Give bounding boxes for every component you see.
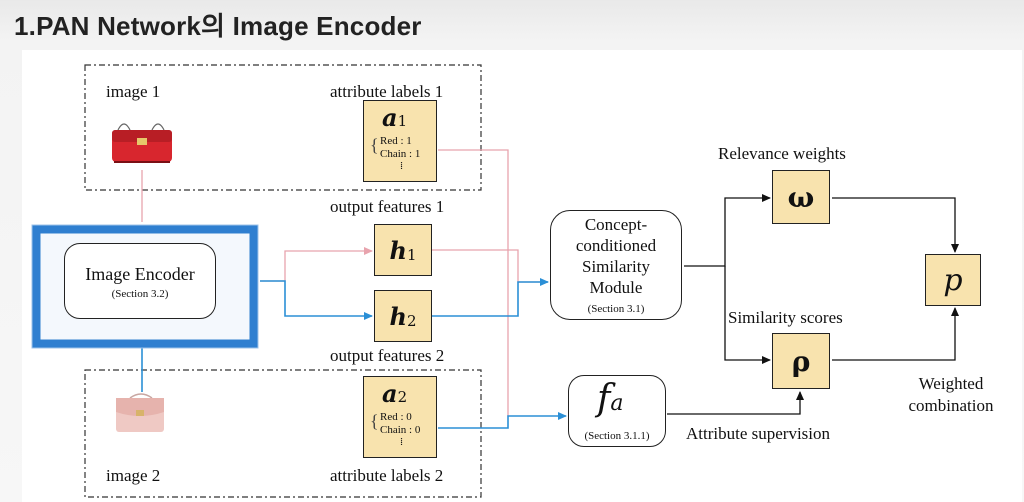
a2-subscript: 2	[397, 388, 408, 406]
similarity-module-section: (Section 3.1)	[587, 303, 645, 315]
h2-subscript: 2	[406, 312, 417, 330]
similarity-module-line-3: Similarity	[582, 257, 650, 276]
image-encoder-title: Image Encoder	[85, 264, 195, 284]
weighted-label: Weighted	[918, 374, 984, 393]
similarity-module-box: Concept- conditioned Similarity Module (…	[550, 210, 682, 320]
a2-to-fa-arrow	[438, 412, 567, 429]
attribute-supervision-label: Attribute supervision	[686, 424, 831, 443]
h2-symbol: h	[389, 301, 407, 331]
image1-label: image 1	[106, 82, 161, 101]
a1-dots: ⁞	[400, 160, 404, 172]
attribute-labels-2-label: attribute labels 2	[330, 466, 444, 485]
attribute-box-a2: a2 { Red : 0 Chain : 0 ⁞	[363, 376, 437, 458]
h1-subscript: 1	[406, 246, 417, 264]
p-symbol: p	[943, 262, 963, 298]
omega-box: ω	[772, 170, 830, 224]
attribute-labels-1-label: attribute labels 1	[330, 82, 444, 101]
rho-symbol: ρ	[791, 344, 811, 378]
attribute-box-a1: a1 { Red : 1 Chain : 1 ⁞	[363, 100, 437, 182]
similarity-scores-label: Similarity scores	[728, 308, 843, 327]
slide-title: 1.PAN Network의 Image Encoder	[14, 11, 422, 41]
combination-label: combination	[908, 396, 994, 415]
encoder-to-h2-arrow	[260, 280, 373, 320]
a2-row-red: Red : 0	[380, 411, 412, 423]
p-box: p	[925, 254, 981, 306]
a1-subscript: 1	[397, 112, 408, 130]
image-encoder-section: (Section 3.2)	[111, 288, 169, 300]
module-to-omega-arrow	[684, 194, 771, 267]
image1-handbag-icon	[112, 123, 172, 163]
fa-to-rho-arrow	[667, 391, 804, 415]
fa-subscript: a	[610, 391, 624, 416]
rho-to-p-arrow	[832, 307, 959, 361]
a2-symbol: a	[382, 379, 398, 408]
fa-box: fa (Section 3.1.1)	[568, 375, 666, 447]
similarity-module-line-4: Module	[589, 278, 643, 297]
encoder-frame-outline	[31, 224, 259, 349]
group-box-bottom	[84, 369, 482, 498]
a1-symbol: a	[382, 103, 398, 132]
image-encoder-box: Image Encoder (Section 3.2)	[64, 243, 216, 319]
omega-to-p-arrow	[832, 197, 959, 253]
a1-row-red: Red : 1	[380, 135, 412, 147]
a2-row-chain: Chain : 0	[380, 424, 421, 436]
h2-to-module-arrow	[432, 278, 549, 317]
image2-label: image 2	[106, 466, 161, 485]
rho-box: ρ	[772, 333, 830, 389]
group-box-top	[84, 64, 482, 191]
a1-row-chain: Chain : 1	[380, 148, 421, 160]
output-features-1-label: output features 1	[330, 197, 445, 216]
similarity-module-line-1: Concept-	[584, 215, 648, 234]
h1-symbol: h	[389, 235, 407, 265]
a1-pink-line	[438, 149, 509, 416]
a2-dots: ⁞	[400, 436, 404, 448]
relevance-weights-label: Relevance weights	[718, 144, 846, 163]
fa-section: (Section 3.1.1)	[584, 430, 650, 442]
similarity-module-line-2: conditioned	[575, 236, 657, 255]
module-to-rho-arrow	[724, 266, 771, 364]
omega-symbol: ω	[787, 180, 815, 214]
output-features-2-label: output features 2	[330, 346, 445, 365]
fa-symbol: f	[597, 378, 611, 419]
image2-handbag-icon	[116, 393, 164, 432]
